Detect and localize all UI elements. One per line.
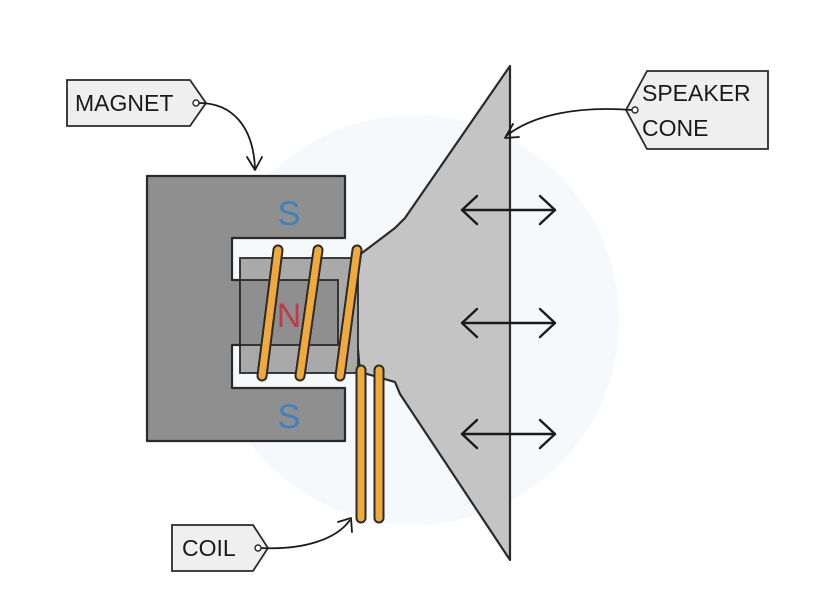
coil (256, 244, 385, 524)
pole-n: N (277, 297, 302, 335)
magnet-label-tag: MAGNET (66, 79, 263, 171)
speaker-cone (348, 64, 512, 562)
vibration-arrows (460, 194, 557, 450)
pole-s-bottom: S (278, 398, 301, 436)
speaker-cone-label-tag: SPEAKER CONE (504, 70, 769, 150)
speaker-cone-label-line1: SPEAKER (642, 80, 751, 106)
magnet-label: MAGNET (75, 90, 173, 116)
double-arrow-icon (460, 307, 557, 339)
speaker-cone-label-line2: CONE (642, 115, 708, 141)
double-arrow-icon (460, 194, 557, 226)
coil-label-tag: COIL (171, 517, 353, 572)
magnet-centre-pole (239, 279, 339, 346)
double-arrow-icon (460, 418, 557, 450)
pole-s-top: S (278, 195, 301, 233)
coil-label: COIL (182, 535, 236, 561)
